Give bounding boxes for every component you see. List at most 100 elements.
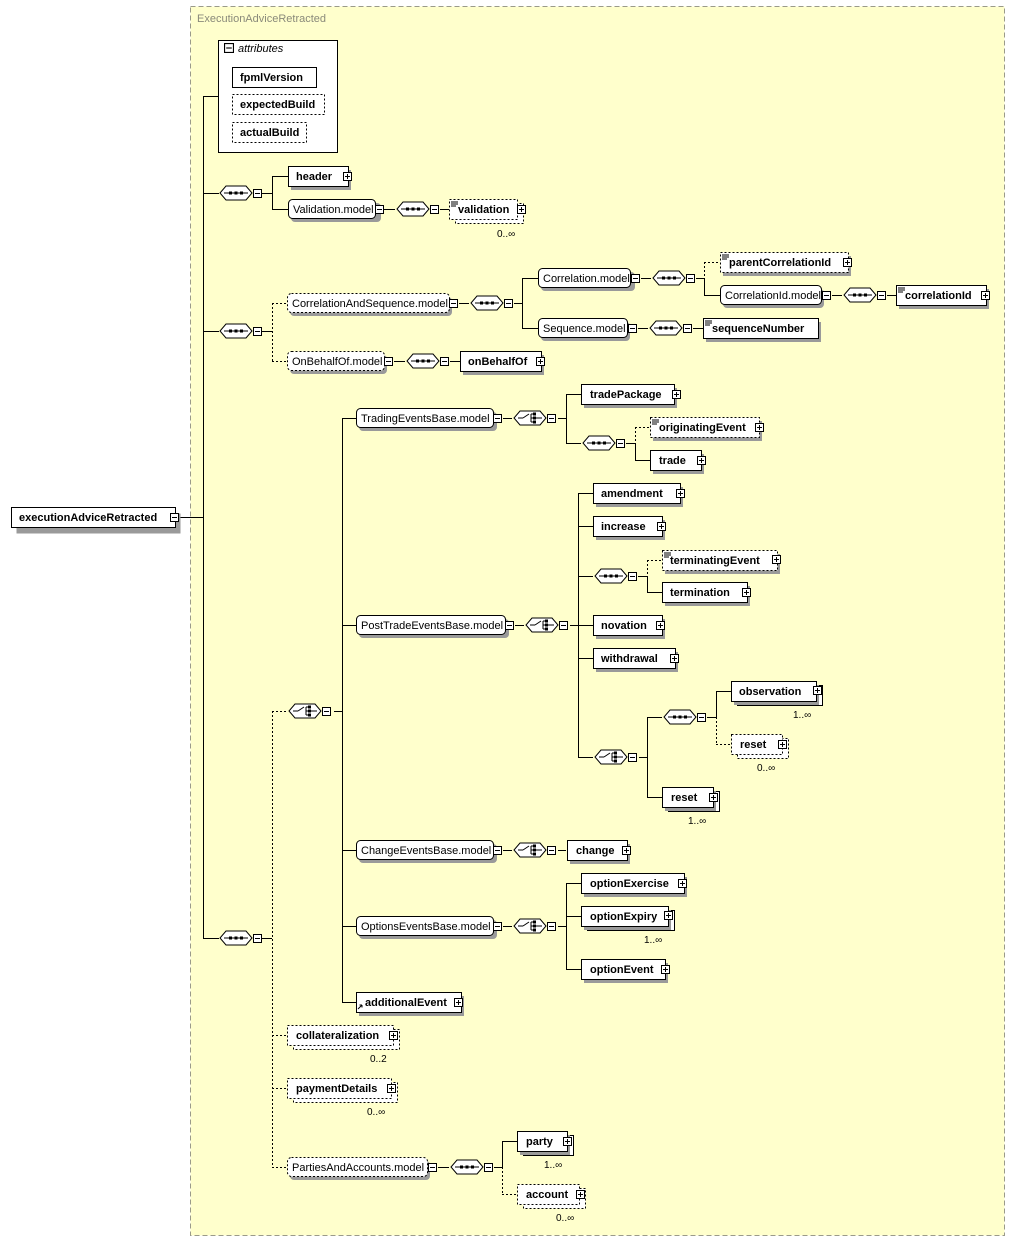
expand-icon bbox=[678, 879, 687, 888]
group-correlation-and-sequence-model[interactable]: CorrelationAndSequence.model bbox=[287, 293, 458, 317]
collapse-icon[interactable] bbox=[484, 1163, 493, 1172]
collapse-icon bbox=[449, 299, 458, 308]
element-payment-details[interactable]: paymentDetails 0..∞ bbox=[287, 1078, 398, 1119]
collapse-icon[interactable] bbox=[559, 621, 568, 630]
element-withdrawal[interactable]: withdrawal bbox=[593, 648, 679, 673]
occurrence: 1..∞ bbox=[793, 710, 811, 721]
collapse-icon[interactable] bbox=[686, 274, 695, 283]
svg-text:OnBehalfOf.model: OnBehalfOf.model bbox=[292, 356, 383, 368]
occurrence: 1..∞ bbox=[644, 935, 662, 946]
collapse-icon[interactable] bbox=[224, 43, 234, 53]
group-trading-events-base-model[interactable]: TradingEventsBase.model bbox=[356, 408, 502, 432]
expand-icon bbox=[664, 911, 673, 920]
collapse-icon[interactable] bbox=[504, 299, 513, 308]
group-sequence-model[interactable]: Sequence.model bbox=[538, 318, 637, 342]
element-increase[interactable]: increase bbox=[593, 516, 666, 541]
element-novation[interactable]: novation bbox=[593, 615, 666, 640]
group-validation-model[interactable]: Validation.model bbox=[288, 199, 384, 223]
occurrence: 0..2 bbox=[370, 1054, 387, 1065]
occurrence: 1..∞ bbox=[688, 816, 706, 827]
element-correlation-id[interactable]: correlationId bbox=[896, 285, 990, 310]
attribute-box[interactable] bbox=[232, 94, 325, 115]
element-on-behalf-of[interactable]: onBehalfOf bbox=[460, 351, 545, 376]
element-amendment[interactable]: amendment bbox=[593, 483, 685, 508]
sequence-icon bbox=[594, 568, 628, 584]
collapse-icon bbox=[822, 291, 831, 300]
element-observation[interactable]: observation 1..∞ bbox=[731, 681, 823, 722]
attributes-label: attributes bbox=[238, 43, 284, 55]
collapse-icon[interactable] bbox=[547, 414, 556, 423]
svg-text:PartiesAndAccounts.model: PartiesAndAccounts.model bbox=[292, 1162, 424, 1174]
collapse-icon[interactable] bbox=[253, 189, 262, 198]
choice-icon bbox=[513, 410, 547, 426]
occurrence: 0..∞ bbox=[757, 763, 775, 774]
element-originating-event[interactable]: originatingEvent bbox=[650, 417, 764, 442]
expand-icon bbox=[676, 489, 685, 498]
element-termination[interactable]: termination bbox=[662, 582, 751, 607]
element-party[interactable]: party 1..∞ bbox=[517, 1131, 574, 1172]
svg-text:originatingEvent: originatingEvent bbox=[659, 422, 746, 434]
svg-text:PostTradeEventsBase.model: PostTradeEventsBase.model bbox=[361, 620, 503, 632]
occurrence: 0..∞ bbox=[367, 1107, 385, 1118]
element-account[interactable]: account 0..∞ bbox=[517, 1184, 586, 1225]
element-change[interactable]: change bbox=[567, 840, 631, 865]
group-change-events-base-model[interactable]: ChangeEventsBase.model bbox=[356, 840, 502, 864]
collapse-icon[interactable] bbox=[628, 753, 637, 762]
element-reset[interactable]: reset 1..∞ bbox=[662, 787, 720, 828]
element-header[interactable]: header bbox=[288, 166, 352, 191]
element-collateralization[interactable]: collateralization 0..2 bbox=[287, 1025, 400, 1066]
svg-text:additionalEvent: additionalEvent bbox=[365, 997, 447, 1009]
svg-text:withdrawal: withdrawal bbox=[600, 653, 658, 665]
group-parties-and-accounts-model[interactable]: PartiesAndAccounts.model bbox=[287, 1157, 437, 1181]
collapse-icon[interactable] bbox=[697, 713, 706, 722]
element-terminating-event[interactable]: terminatingEvent bbox=[662, 550, 781, 575]
svg-text:tradePackage: tradePackage bbox=[590, 389, 662, 401]
choice-icon bbox=[513, 918, 547, 934]
attribute-box[interactable] bbox=[232, 67, 317, 88]
expand-icon bbox=[454, 998, 463, 1007]
sequence-icon bbox=[663, 709, 697, 725]
group-options-events-base-model[interactable]: OptionsEventsBase.model bbox=[356, 916, 502, 940]
element-option-expiry[interactable]: optionExpiry 1..∞ bbox=[581, 906, 675, 947]
sequence-icon bbox=[219, 185, 253, 201]
collapse-icon[interactable] bbox=[547, 922, 556, 931]
root-element[interactable]: executionAdviceRetracted bbox=[11, 507, 181, 534]
svg-text:ChangeEventsBase.model: ChangeEventsBase.model bbox=[361, 845, 491, 857]
collapse-icon[interactable] bbox=[547, 846, 556, 855]
element-option-event[interactable]: optionEvent bbox=[581, 959, 670, 984]
occurrence: 1..∞ bbox=[544, 1160, 562, 1171]
collapse-icon[interactable] bbox=[322, 707, 331, 716]
svg-text:trade: trade bbox=[659, 455, 686, 467]
svg-text:party: party bbox=[526, 1136, 554, 1148]
collapse-icon[interactable] bbox=[683, 324, 692, 333]
collapse-icon[interactable] bbox=[628, 572, 637, 581]
element-trade[interactable]: trade bbox=[650, 450, 706, 475]
element-additional-event[interactable]: additionalEvent bbox=[356, 992, 465, 1017]
group-correlation-id-model[interactable]: CorrelationId.model bbox=[720, 285, 831, 309]
element-sequence-number[interactable]: sequenceNumber bbox=[703, 318, 822, 343]
collapse-icon[interactable] bbox=[440, 357, 449, 366]
attribute-box[interactable] bbox=[232, 122, 307, 143]
group-correlation-model[interactable]: Correlation.model bbox=[538, 268, 640, 292]
svg-text:Validation.model: Validation.model bbox=[293, 204, 374, 216]
element-reset-optional[interactable]: reset 0..∞ bbox=[731, 734, 789, 775]
collapse-icon bbox=[493, 414, 502, 423]
element-parent-correlation-id[interactable]: parentCorrelationId bbox=[720, 252, 852, 277]
collapse-icon[interactable] bbox=[430, 205, 439, 214]
svg-text:validation: validation bbox=[458, 204, 510, 216]
collapse-icon[interactable] bbox=[616, 439, 625, 448]
svg-text:observation: observation bbox=[739, 686, 802, 698]
expand-icon bbox=[517, 205, 526, 214]
collapse-icon[interactable] bbox=[877, 291, 886, 300]
element-validation[interactable]: validation 0..∞ bbox=[449, 199, 526, 241]
group-on-behalf-of-model[interactable]: OnBehalfOf.model bbox=[287, 351, 393, 375]
sequence-icon bbox=[470, 295, 504, 311]
element-trade-package[interactable]: tradePackage bbox=[581, 384, 681, 409]
collapse-icon[interactable] bbox=[253, 934, 262, 943]
group-post-trade-events-base-model[interactable]: PostTradeEventsBase.model bbox=[356, 615, 514, 639]
collapse-icon[interactable] bbox=[253, 327, 262, 336]
element-option-exercise[interactable]: optionExercise bbox=[581, 873, 688, 898]
expand-icon bbox=[672, 390, 681, 399]
attribute-fpmlVersion: fpmlVersion bbox=[240, 72, 303, 84]
